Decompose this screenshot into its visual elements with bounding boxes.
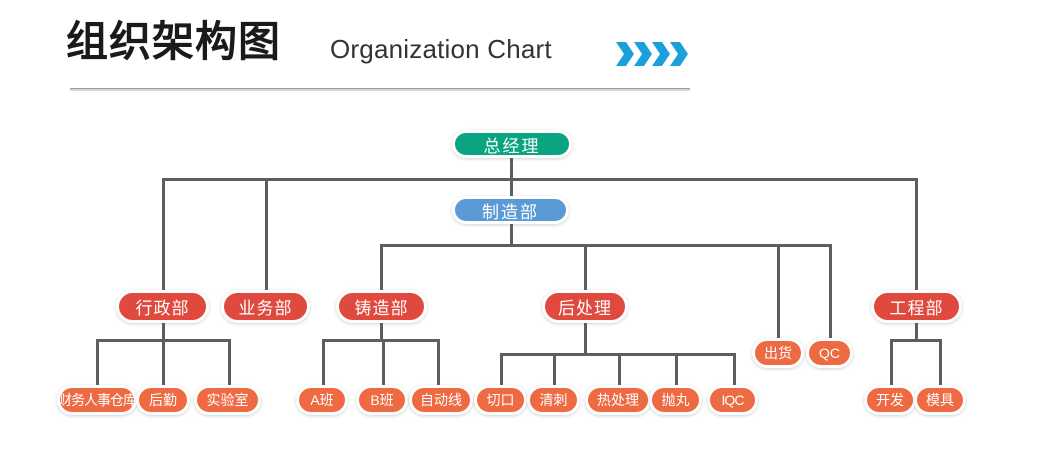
node-administration-dept[interactable]: 行政部: [116, 290, 209, 323]
page-title-en: Organization Chart: [330, 34, 552, 64]
connector-drop-ship: [777, 244, 780, 338]
connector-mfg-stem: [510, 223, 513, 244]
node-automation-line[interactable]: 自动线: [409, 385, 473, 415]
connector-drop-shot: [675, 353, 678, 385]
connector-drop-cast: [380, 244, 383, 290]
node-shipping[interactable]: 出货: [752, 338, 804, 368]
page-header: 组织架构图 Organization Chart: [0, 0, 1060, 100]
connector-cast-stem: [380, 322, 383, 339]
node-cutting[interactable]: 切口: [474, 385, 527, 415]
node-qc[interactable]: QC: [806, 338, 853, 368]
node-development[interactable]: 开发: [864, 385, 916, 415]
connector-drop-sales: [265, 178, 268, 290]
connector-drop-cut: [500, 353, 503, 385]
connector-drop-mfg: [510, 178, 513, 196]
connector-eng-bus: [890, 339, 942, 342]
connector-drop-shiftA: [322, 339, 325, 385]
connector-admin-stem: [162, 322, 165, 339]
page-title-cn: 组织架构图: [66, 17, 282, 66]
node-sales-dept[interactable]: 业务部: [221, 290, 310, 323]
connector-drop-mold: [939, 339, 942, 385]
connector-drop-eng: [915, 178, 918, 290]
connector-drop-qc: [829, 244, 832, 338]
node-laboratory[interactable]: 实验室: [194, 385, 261, 415]
connector-eng-stem: [915, 322, 918, 339]
org-chart-canvas: 总经理 制造部 行政部 业务部 铸造部 后处理 工程部 财务人事仓库 后勤 实验…: [0, 100, 1060, 463]
node-engineering-dept[interactable]: 工程部: [871, 290, 962, 323]
connector-post-stem: [584, 322, 587, 353]
connector-drop-autoline: [437, 339, 440, 385]
node-manufacturing-dept[interactable]: 制造部: [452, 196, 569, 224]
connector-drop-admin: [162, 178, 165, 290]
connector-gm-stem: [510, 157, 513, 179]
connector-drop-shiftB: [382, 339, 385, 385]
node-heat-treatment[interactable]: 热处理: [585, 385, 651, 415]
node-post-processing[interactable]: 后处理: [542, 290, 628, 323]
node-general-manager[interactable]: 总经理: [452, 130, 572, 158]
connector-drop-post: [584, 244, 587, 290]
node-iqc[interactable]: IQC: [707, 385, 758, 415]
connector-drop-dev: [890, 339, 893, 385]
connector-drop-heat: [618, 353, 621, 385]
node-deburring[interactable]: 清刺: [527, 385, 580, 415]
node-casting-dept[interactable]: 铸造部: [336, 290, 427, 323]
node-shift-a[interactable]: A班: [296, 385, 348, 415]
node-logistics[interactable]: 后勤: [136, 385, 190, 415]
header-divider: [70, 88, 690, 91]
node-mold-tooling[interactable]: 模具: [914, 385, 966, 415]
connector-drop-lab: [228, 339, 231, 385]
connector-level1-bus: [162, 178, 918, 181]
connector-drop-finance: [96, 339, 99, 385]
connector-drop-iqc: [733, 353, 736, 385]
double-chevron-right-icon: [616, 40, 690, 68]
connector-cast-bus: [322, 339, 440, 342]
connector-level2-bus: [380, 244, 832, 247]
node-finance-hr-warehouse[interactable]: 财务人事仓库: [57, 385, 137, 415]
node-shot-blasting[interactable]: 抛丸: [649, 385, 702, 415]
node-shift-b[interactable]: B班: [356, 385, 408, 415]
connector-drop-logistics: [162, 339, 165, 385]
connector-drop-deburr: [553, 353, 556, 385]
